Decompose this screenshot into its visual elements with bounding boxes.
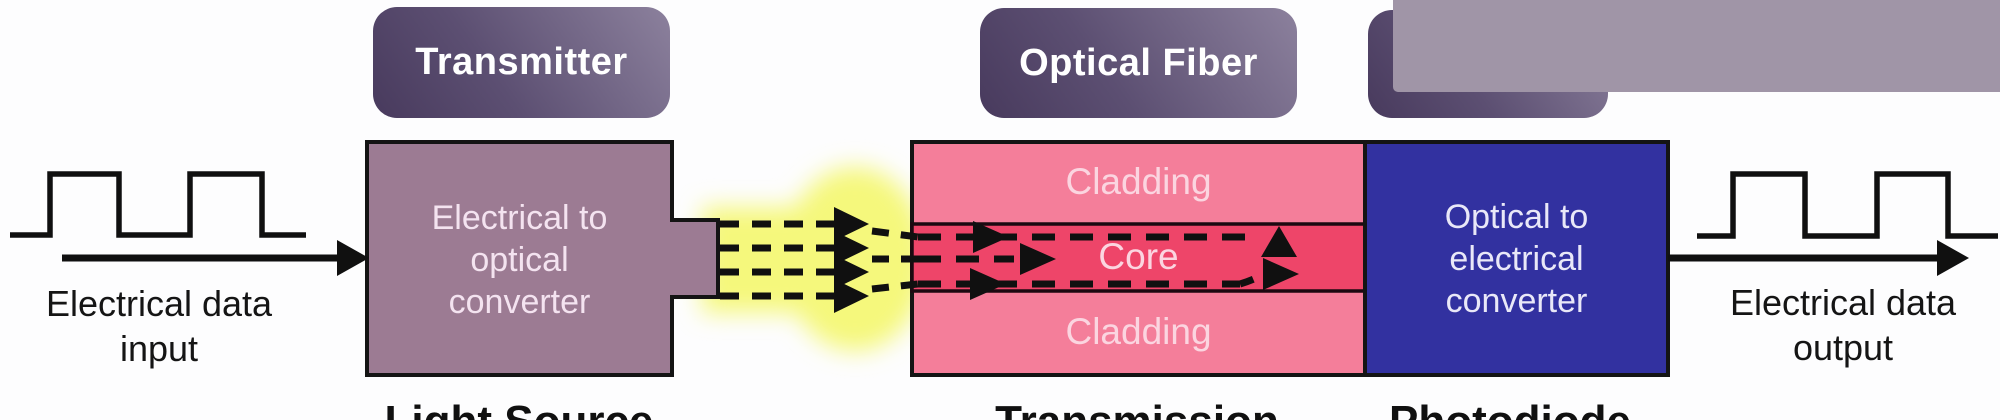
transmitter-badge: Transmitter	[373, 7, 670, 118]
input-square-wave	[10, 171, 306, 238]
core-ray-up-arrowhead	[1261, 226, 1297, 257]
cladding-bottom-label: Cladding	[1065, 311, 1212, 352]
electrical-data-input-label: Electrical data input	[45, 283, 273, 369]
optical-to-electrical-box-shape	[1363, 140, 1670, 377]
core-ray-arrowhead	[1020, 243, 1056, 275]
light-beam-dashes	[720, 220, 834, 300]
cladding-top-label: Cladding	[1065, 161, 1212, 202]
optical-fiber-badge-label: Optical Fiber	[1019, 41, 1258, 84]
transmission-caption: Transmission	[987, 397, 1287, 420]
core-ray-exit-arrowhead	[1263, 258, 1299, 290]
light-source-caption: Light Source	[368, 397, 670, 420]
input-arrowhead	[337, 240, 369, 276]
photodiode-caption: Photodiode	[1360, 397, 1660, 420]
core-ray-exit-curve	[1238, 271, 1264, 288]
light-beam-arrowheads	[834, 207, 869, 313]
output-square-wave	[1697, 171, 1998, 239]
output-arrowhead	[1937, 240, 1969, 276]
core-ray-arrowhead	[970, 268, 1006, 300]
core-ray-arrowhead	[973, 221, 1009, 253]
light-glow	[702, 167, 927, 351]
transmitter-badge-label: Transmitter	[415, 41, 628, 83]
core-light-rays	[918, 221, 1299, 300]
overlay-rectangle	[1393, 0, 2000, 92]
electrical-data-output-label: Electrical data output	[1729, 282, 1957, 368]
core-label: Core	[1098, 236, 1179, 277]
electrical-to-optical-label: Electrical to optical converter	[431, 199, 608, 321]
optical-to-electrical-label: Optical to electrical converter	[1444, 198, 1589, 320]
beam-entry-dashes	[871, 227, 919, 293]
electrical-to-optical-box-shape	[365, 140, 720, 377]
optical-fiber-badge: Optical Fiber	[980, 8, 1297, 118]
